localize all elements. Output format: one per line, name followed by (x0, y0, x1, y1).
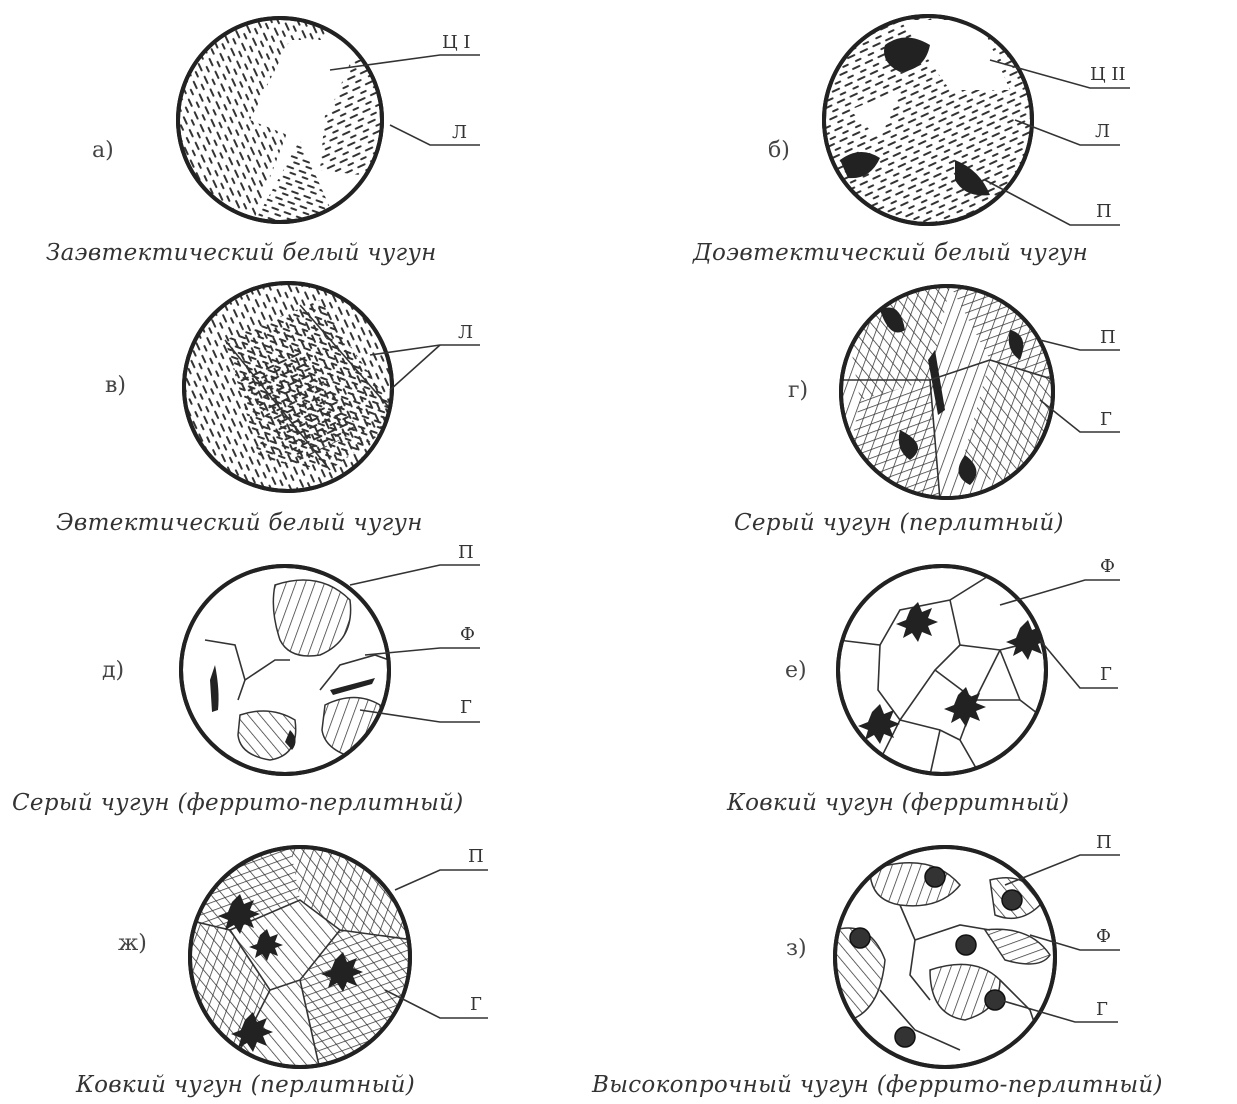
panel-letter-c: в) (105, 373, 126, 398)
caption-d: Серый чугун (перлитный) (734, 510, 1064, 536)
caption-h: Высокопрочный чугун (феррито-перлитный) (591, 1072, 1163, 1098)
caption-f: Ковкий чугун (ферритный) (726, 790, 1069, 816)
phase-label-ferrite: Ф (1096, 926, 1111, 947)
panel-letter-a: а) (92, 138, 114, 163)
caption-g: Ковкий чугун (перлитный) (75, 1072, 415, 1098)
panel-letter-g: ж) (118, 931, 147, 956)
panel-c: в) Л Эвтектический белый чугун (56, 280, 480, 536)
phase-label-pearlite: П (1096, 832, 1112, 853)
phase-label-ledeburite: Л (452, 122, 467, 143)
leader-line (395, 870, 488, 890)
phase-label-ledeburite: Л (458, 322, 473, 343)
phase-label-pearlite: П (1100, 327, 1116, 348)
phase-label-ferrite: Ф (1100, 556, 1115, 577)
panel-h: з) П Ф Г Высокопрочный чугун (феррито-пе… (591, 832, 1163, 1098)
panel-letter-e: д) (102, 658, 124, 683)
panel-g: ж) П Г Ковкий чугун (перлитный) (75, 845, 488, 1098)
panel-a: а) Ц I Л Заэвтектический белый чугун (46, 18, 480, 266)
phase-label-cementite-secondary: Ц II (1090, 64, 1126, 85)
panel-e: д) П Ф Г Серый чугун (феррито-перлитный) (12, 542, 480, 816)
phase-label-graphite: Г (470, 994, 482, 1015)
phase-label-pearlite: П (458, 542, 474, 563)
phase-label-graphite: Г (1100, 409, 1112, 430)
phase-label-ledeburite: Л (1095, 121, 1110, 142)
leader-line (350, 565, 480, 585)
caption-a: Заэвтектический белый чугун (46, 240, 437, 266)
panel-letter-b: б) (768, 138, 790, 163)
panel-b: б) Ц II Л П Доэвтектический белый чугун (692, 14, 1130, 266)
phase-label-graphite: Г (460, 697, 472, 718)
panel-d: г) П Г Серый чугун (перлитный) (734, 285, 1120, 536)
panel-letter-d: г) (788, 378, 808, 403)
caption-e: Серый чугун (феррито-перлитный) (12, 790, 464, 816)
phase-label-pearlite: П (468, 846, 484, 867)
phase-label-ferrite: Ф (460, 624, 475, 645)
panel-letter-f: е) (785, 658, 807, 683)
phase-label-graphite: Г (1100, 664, 1112, 685)
panel-f: е) Ф Г Ковкий чугун (ферритный) (726, 556, 1120, 816)
phase-label-cementite-primary: Ц I (442, 32, 471, 53)
caption-c: Эвтектический белый чугун (56, 510, 423, 536)
caption-b: Доэвтектический белый чугун (692, 240, 1088, 266)
phase-label-pearlite: П (1096, 201, 1112, 222)
phase-label-graphite: Г (1096, 999, 1108, 1020)
panel-letter-h: з) (786, 936, 807, 961)
